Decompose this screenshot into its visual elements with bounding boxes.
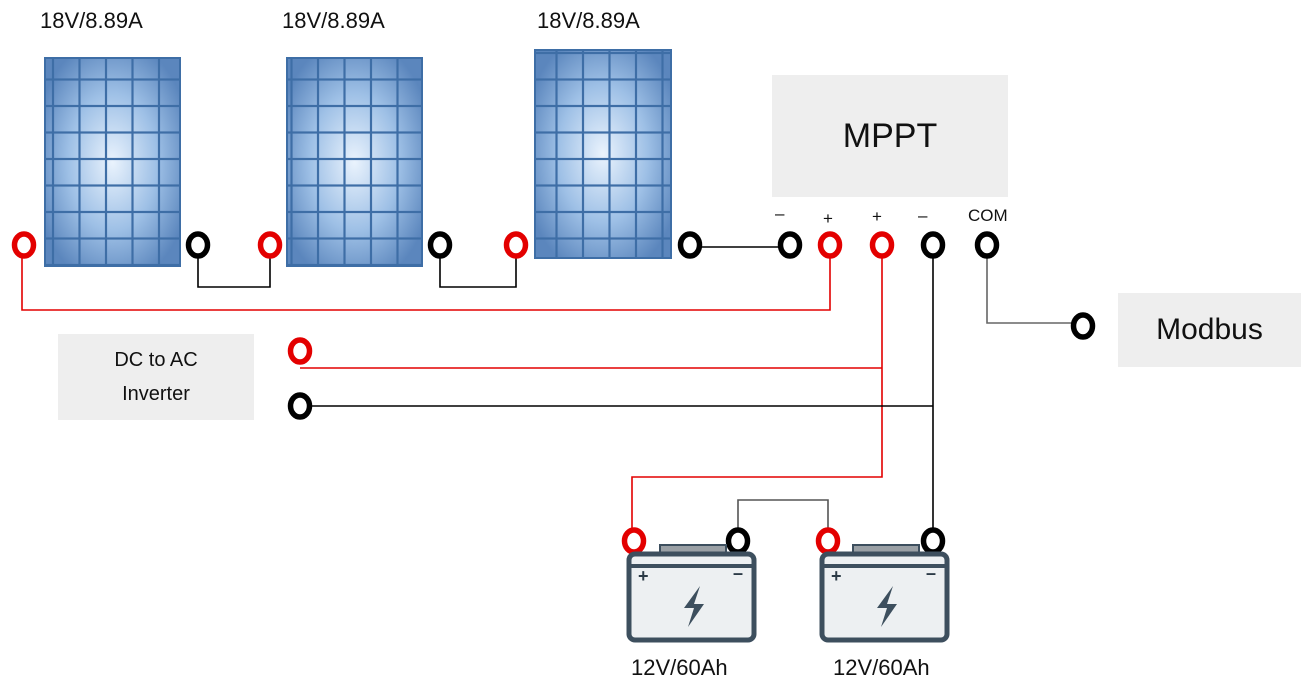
wire-battery-series [737,499,829,540]
battery-1-label: 12V/60Ah [631,655,728,680]
wire-pv-positive [21,247,831,311]
wire-panel2-panel3 [439,247,517,288]
panel-2-label: 18V/8.89A [282,8,385,33]
mppt-terminal-battery-negative-label: – [918,206,928,225]
modbus-terminal [1070,312,1096,340]
modbus-box: Modbus [1118,293,1301,367]
wire-com-modbus [986,247,1080,324]
inverter-label-line1: DC to AC [114,349,198,371]
mppt-battery-positive-terminal [869,231,895,259]
panel-3-label: 18V/8.89A [537,8,640,33]
inverter-label-line2: Inverter [122,383,190,405]
mppt-terminal-pv-positive-label: + [823,209,833,228]
battery2-positive-terminal [815,527,841,555]
battery-1-plus-mark: + [638,566,649,586]
battery-1 [626,544,757,643]
solar-panel-3 [534,49,672,259]
panel1-positive-terminal [11,231,37,259]
mppt-box: MPPT [772,75,1008,197]
inverter-box: DC to AC Inverter [58,334,254,420]
wire-battery-positive [631,247,883,540]
wire-panel1-panel2 [197,247,271,288]
battery-2-label: 12V/60Ah [833,655,930,680]
mppt-pv-negative-terminal [777,231,803,259]
panel2-positive-terminal [257,231,283,259]
battery-2-bolt-icon [877,586,897,627]
solar-panel-1 [44,57,181,267]
mppt-com-terminal [974,231,1000,259]
battery-1-bolt-icon [684,586,704,627]
mppt-terminal-com-label: COM [968,206,1008,225]
mppt-battery-negative-terminal [920,231,946,259]
mppt-terminal-pv-negative-label: – [775,204,785,223]
panel3-negative-terminal [677,231,703,259]
panel2-negative-terminal [427,231,453,259]
battery1-positive-terminal [621,527,647,555]
battery-2-minus-mark: – [926,563,937,583]
battery1-negative-terminal [725,527,751,555]
mppt-title: MPPT [842,116,938,155]
modbus-label: Modbus [1156,313,1263,346]
inverter-positive-terminal [287,337,313,365]
mppt-terminal-battery-positive-label: + [872,207,882,226]
mppt-pv-positive-terminal [817,231,843,259]
panel3-positive-terminal [503,231,529,259]
battery-2 [819,544,950,643]
battery2-negative-terminal [920,527,946,555]
solar-panel-2 [286,57,423,267]
battery-2-plus-mark: + [831,566,842,586]
inverter-negative-terminal [287,392,313,420]
panel-1-label: 18V/8.89A [40,8,143,33]
battery-1-minus-mark: – [733,563,744,583]
panel1-negative-terminal [185,231,211,259]
